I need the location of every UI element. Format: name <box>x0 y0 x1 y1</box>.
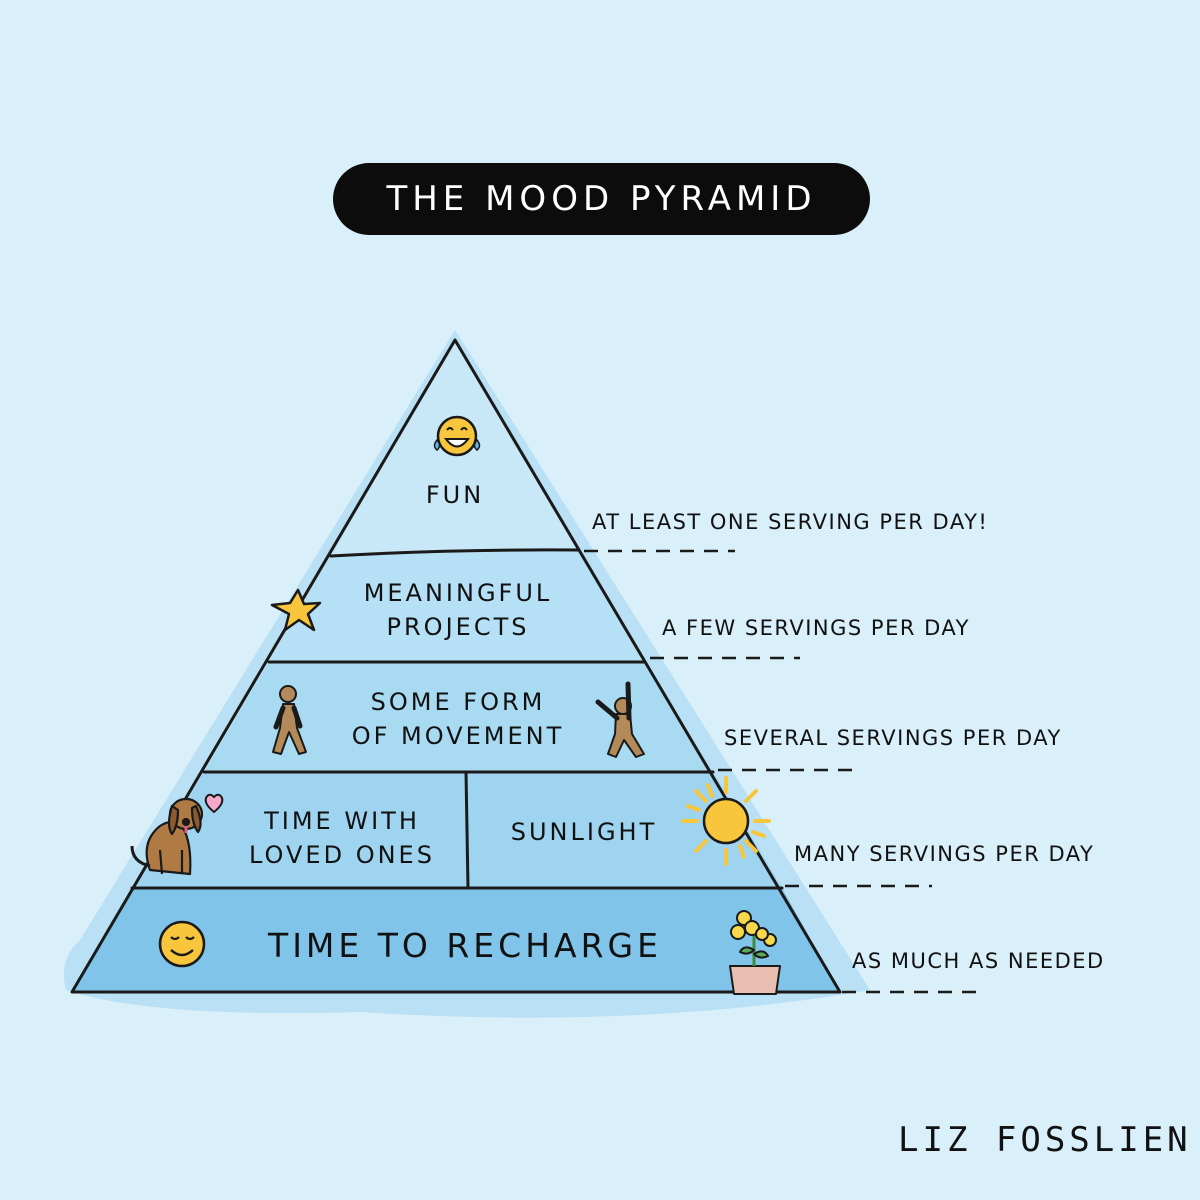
pyramid-outline <box>70 338 842 994</box>
tier-movement-label: SOME FORM OF MOVEMENT <box>318 685 598 753</box>
serving-fun: AT LEAST ONE SERVING PER DAY! <box>592 510 989 534</box>
tier-sun-fill <box>466 772 782 888</box>
tier-sunlight-label: SUNLIGHT <box>510 818 658 846</box>
serving-meaningful: A FEW SERVINGS PER DAY <box>662 616 970 640</box>
tier-loved-ones-line-1: TIME WITH <box>264 807 420 835</box>
serving-recharge: AS MUCH AS NEEDED <box>852 949 1105 973</box>
dancing-person-icon <box>595 681 645 758</box>
walking-person-icon <box>272 685 307 755</box>
tier-meaningful-fill <box>269 550 645 662</box>
tier-movement-fill <box>204 662 713 772</box>
tier-movement-line-2: OF MOVEMENT <box>351 722 565 750</box>
artist-signature: LIZ FOSSLIEN <box>898 1120 1192 1160</box>
laughing-emoji-icon <box>433 415 481 457</box>
page-title: THE MOOD PYRAMID <box>333 163 870 235</box>
serving-movement: SEVERAL SERVINGS PER DAY <box>724 726 1062 750</box>
tier-meaningful-label: MEANINGFUL PROJECTS <box>318 576 598 644</box>
sun-icon <box>681 776 771 866</box>
tier-loved-ones-label: TIME WITH LOVED ONES <box>222 804 462 872</box>
tier-meaningful-line-1: MEANINGFUL <box>363 579 553 607</box>
smiley-icon <box>158 920 206 968</box>
tier-movement-line-1: SOME FORM <box>370 688 546 716</box>
tier-recharge-label: TIME TO RECHARGE <box>268 926 662 965</box>
dog-icon <box>130 797 204 876</box>
serving-leaders <box>584 549 985 994</box>
flower-pot-icon <box>729 910 781 995</box>
tier-fun-label: FUN <box>425 481 485 509</box>
heart-icon <box>204 793 224 814</box>
star-icon <box>270 588 322 632</box>
tier-loved-ones-line-2: LOVED ONES <box>249 841 435 869</box>
tier-meaningful-line-2: PROJECTS <box>386 613 530 641</box>
tier-recharge-fill <box>72 888 840 992</box>
serving-loved-sun: MANY SERVINGS PER DAY <box>794 842 1095 866</box>
